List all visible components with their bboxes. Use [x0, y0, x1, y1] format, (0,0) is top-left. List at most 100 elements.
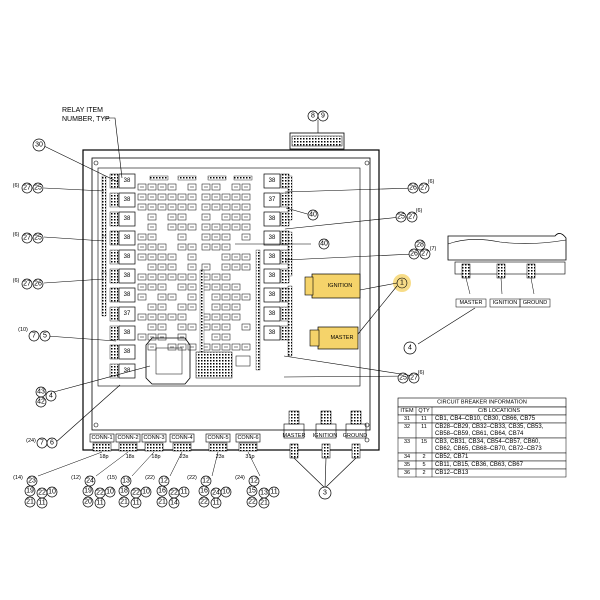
harness-qty: (12) — [71, 475, 81, 481]
harness-callout-f-text: 10 — [142, 489, 150, 496]
harness-callout-f: 11 — [179, 487, 189, 497]
harness-callout-b-text: 15 — [248, 488, 256, 495]
harness-callout-b-text: 19 — [26, 488, 34, 495]
connector-1: CONN-118p — [90, 434, 114, 460]
connector-code: 18p — [151, 454, 160, 460]
callout-43: 43 — [36, 387, 46, 397]
relay-left: 38 — [110, 174, 135, 188]
harness-callout-e: 11 — [211, 498, 221, 508]
harness-callout-b: 16 — [157, 486, 167, 496]
callout-30: 30 — [33, 139, 45, 151]
table-header: QTY — [418, 408, 430, 414]
harness-callout-a-text: 12 — [250, 478, 258, 485]
harness-callout-e: 14 — [169, 498, 179, 508]
relay-left: 38 — [110, 212, 135, 226]
table-item: 31 — [404, 416, 410, 422]
header-strip — [150, 176, 168, 180]
terminal-strip — [256, 250, 260, 370]
table-qty: 11 — [421, 416, 427, 422]
harness-callout-b-text: 16 — [158, 488, 166, 495]
harness-callout-c-text: 22 — [96, 490, 104, 497]
callout-3-text: 3 — [323, 490, 327, 497]
harness-callout-c-text: 22 — [38, 490, 46, 497]
callout-28: 28 — [415, 240, 425, 250]
connector-label: CONN-4 — [171, 435, 192, 441]
top-connector — [290, 120, 344, 149]
callout-25d-text: 25 — [399, 375, 407, 382]
table-item: 34 — [404, 454, 410, 460]
harness-callout-f-text: 10 — [48, 489, 56, 496]
callout-7b: 7 — [29, 331, 39, 341]
harness-callout-a-text: 13 — [122, 478, 130, 485]
harness-callout-e: 21 — [259, 498, 269, 508]
callout-25b: 25 — [33, 233, 43, 243]
harness-callout-a: 12 — [201, 476, 211, 486]
callout-25a: 25 — [33, 183, 43, 193]
relay-left-number: 38 — [124, 254, 131, 260]
harness-callout-b: 19 — [25, 486, 35, 496]
harness-callout-a-text: 24 — [86, 478, 94, 485]
callout-27a: 27 — [22, 183, 32, 193]
relay-right-number: 38 — [269, 311, 276, 317]
connector-6: CONN-631p — [236, 434, 260, 460]
connector-3: CONN-318p — [142, 434, 166, 460]
connector-code: 23s — [180, 454, 189, 460]
harness-group-5: (22)121624221110 — [187, 452, 231, 508]
connector-code: 18p — [99, 454, 108, 460]
relay-right: 37 — [264, 193, 289, 207]
harness-qty: (22) — [145, 475, 155, 481]
harness-callout-d: 21 — [157, 497, 167, 507]
harness-callout-f: 10 — [221, 487, 231, 497]
callout-26c-text: 26 — [410, 251, 418, 258]
callout-7b-text: 7 — [32, 333, 36, 340]
harness-qty: (22) — [187, 475, 197, 481]
callout-9: 9 — [318, 111, 328, 121]
relay-left: 38 — [110, 250, 135, 264]
breaker-grid — [138, 176, 252, 350]
harness-callout-b-text: 18 — [120, 488, 128, 495]
harness-callout-c: 24 — [211, 488, 221, 498]
callout-7: (7) — [430, 246, 437, 252]
table-qty: 2 — [422, 454, 425, 460]
harness-callout-a-text: 23 — [28, 478, 36, 485]
harness-group-6: (24)121513222111 — [235, 452, 279, 508]
callout-26b: 26 — [408, 183, 418, 193]
relay-right: 38 — [264, 212, 289, 226]
callout-27b: 27 — [22, 233, 32, 243]
callout-43-text: 43 — [37, 389, 45, 396]
table-row: 3211CB28–CB29, CB32–CB33, CB35, CB53,CB5… — [398, 423, 566, 438]
relay-left: 38 — [110, 193, 135, 207]
harness-callout-a: 13 — [121, 476, 131, 486]
callout-1-text: 1 — [400, 280, 404, 287]
relay-left-number: 38 — [124, 330, 131, 336]
table-locations: CB28–CB29, CB32–CB33, CB35, CB53, — [435, 424, 544, 430]
harness-callout-b-text: 19 — [84, 488, 92, 495]
relay-left-number: 38 — [124, 178, 131, 184]
circuit-breaker-table: CIRCUIT BREAKER INFORMATIONITEMQTYC/B LO… — [398, 398, 566, 477]
callout-5-text: 5 — [43, 333, 47, 340]
harness-callout-a: 12 — [159, 476, 169, 486]
relay-left-number: 38 — [124, 235, 131, 241]
callout-7c: 7 — [37, 438, 47, 448]
harness-callout-c-text: 22 — [132, 490, 140, 497]
relay-left: 38 — [110, 288, 135, 302]
terminal-strip — [288, 176, 292, 220]
terminal-strip — [200, 270, 204, 360]
callout-26a-text: 26 — [34, 281, 42, 288]
relay-column-left: 3838383838383837383838 — [110, 174, 135, 378]
callout-27e-text: 27 — [408, 214, 416, 221]
harness-callout-e-text: 11 — [96, 500, 103, 507]
callout-9-text: 9 — [321, 113, 325, 120]
relay-right: 38 — [264, 326, 289, 340]
callout-26b-text: 26 — [409, 185, 417, 192]
relay-right-number: 38 — [269, 178, 276, 184]
terminal-strip — [288, 232, 292, 276]
relay-right: 38 — [264, 307, 289, 321]
harness-callout-d: 21 — [25, 497, 35, 507]
callout-6h: 6 — [47, 438, 57, 448]
harness-callout-f: 10 — [141, 487, 151, 497]
callout-4-text: 4 — [408, 345, 412, 352]
ignition-breaker: IGNITION — [305, 274, 360, 298]
connector-label: CONN-5 — [207, 435, 228, 441]
detail-label-master: MASTER — [460, 300, 483, 306]
